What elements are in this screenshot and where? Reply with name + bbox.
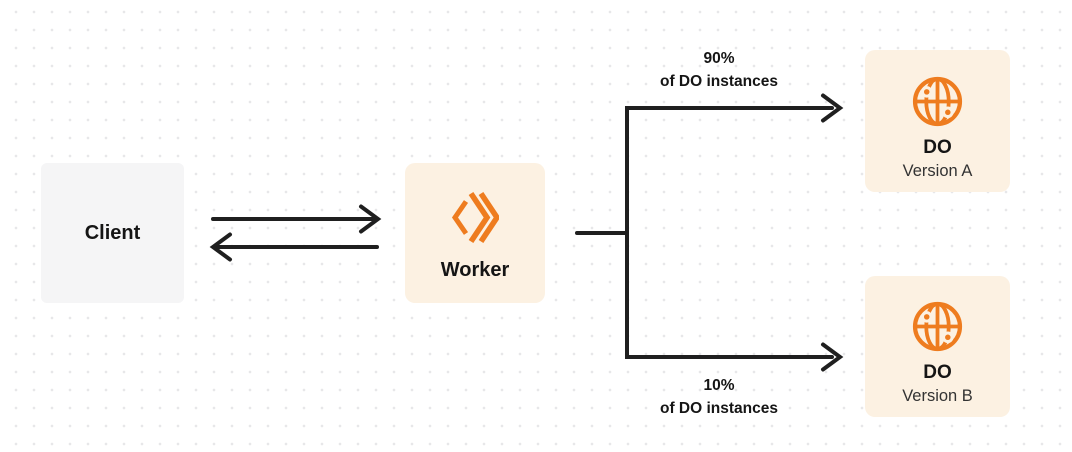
split-label-bottom-caption: of DO instances (660, 400, 778, 417)
worker-label: Worker (440, 258, 510, 281)
client-label: Client (84, 221, 141, 244)
durable-object-globe-icon (912, 301, 963, 352)
workers-chevrons-icon (451, 191, 499, 243)
do-version-b-node: DO Version B (865, 276, 1010, 417)
left-arrowhead-icon (209, 232, 232, 262)
split-label-top-caption: of DO instances (660, 73, 778, 90)
arrowhead-to-do-a-icon (821, 93, 844, 123)
right-arrowhead-icon (359, 204, 382, 234)
durable-object-globe-icon (912, 76, 963, 126)
worker-node: Worker (405, 163, 545, 303)
do-b-title: DO (923, 362, 952, 383)
do-b-subtitle: Version B (902, 387, 973, 405)
do-a-title: DO (923, 136, 952, 158)
split-label-top: 90% of DO instances (618, 47, 820, 93)
do-version-a-node: DO Version A (865, 50, 1010, 192)
split-label-bottom: 10% of DO instances (618, 374, 820, 420)
split-bracket-line (625, 106, 834, 359)
split-label-top-percent: 90% (703, 50, 735, 67)
arrowhead-to-do-b-icon (821, 342, 844, 372)
do-a-subtitle: Version A (902, 161, 973, 180)
client-node: Client (41, 163, 184, 303)
split-label-bottom-percent: 10% (703, 377, 735, 394)
